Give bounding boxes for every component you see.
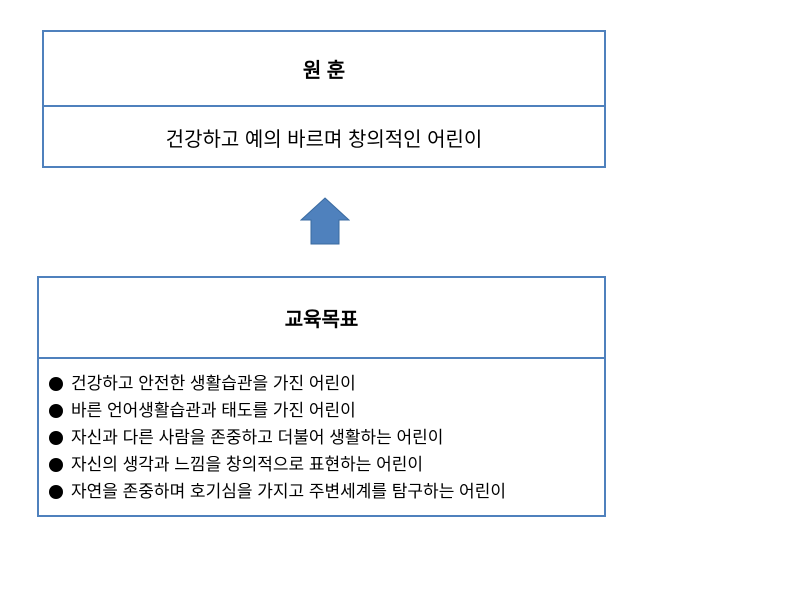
motto-box: 원 훈 건강하고 예의 바르며 창의적인 어린이 — [42, 30, 606, 168]
bullet-icon — [49, 430, 63, 445]
goal-text: 건강하고 안전한 생활습관을 가진 어린이 — [71, 374, 356, 393]
bullet-icon — [49, 403, 63, 418]
education-goals-box: 교육목표 건강하고 안전한 생활습관을 가진 어린이 바른 언어생활습관과 태도… — [37, 276, 606, 517]
motto-title: 원 훈 — [44, 32, 604, 107]
bullet-icon — [49, 376, 63, 391]
goals-title: 교육목표 — [39, 278, 604, 359]
list-item: 자신의 생각과 느낌을 창의적으로 표현하는 어린이 — [49, 451, 604, 478]
goal-text: 자신과 다른 사람을 존중하고 더불어 생활하는 어린이 — [71, 428, 444, 447]
up-arrow-icon — [300, 197, 350, 245]
bullet-icon — [49, 484, 63, 499]
goal-text: 자연을 존중하며 호기심을 가지고 주변세계를 탐구하는 어린이 — [71, 482, 506, 501]
bullet-icon — [49, 457, 63, 472]
goal-text: 자신의 생각과 느낌을 창의적으로 표현하는 어린이 — [71, 455, 424, 474]
list-item: 자연을 존중하며 호기심을 가지고 주변세계를 탐구하는 어린이 — [49, 478, 604, 505]
goal-text: 바른 언어생활습관과 태도를 가진 어린이 — [71, 401, 356, 420]
list-item: 건강하고 안전한 생활습관을 가진 어린이 — [49, 370, 604, 397]
motto-text: 건강하고 예의 바르며 창의적인 어린이 — [165, 129, 483, 151]
goals-list: 건강하고 안전한 생활습관을 가진 어린이 바른 언어생활습관과 태도를 가진 … — [39, 359, 604, 505]
list-item: 자신과 다른 사람을 존중하고 더불어 생활하는 어린이 — [49, 424, 604, 451]
list-item: 바른 언어생활습관과 태도를 가진 어린이 — [49, 397, 604, 424]
